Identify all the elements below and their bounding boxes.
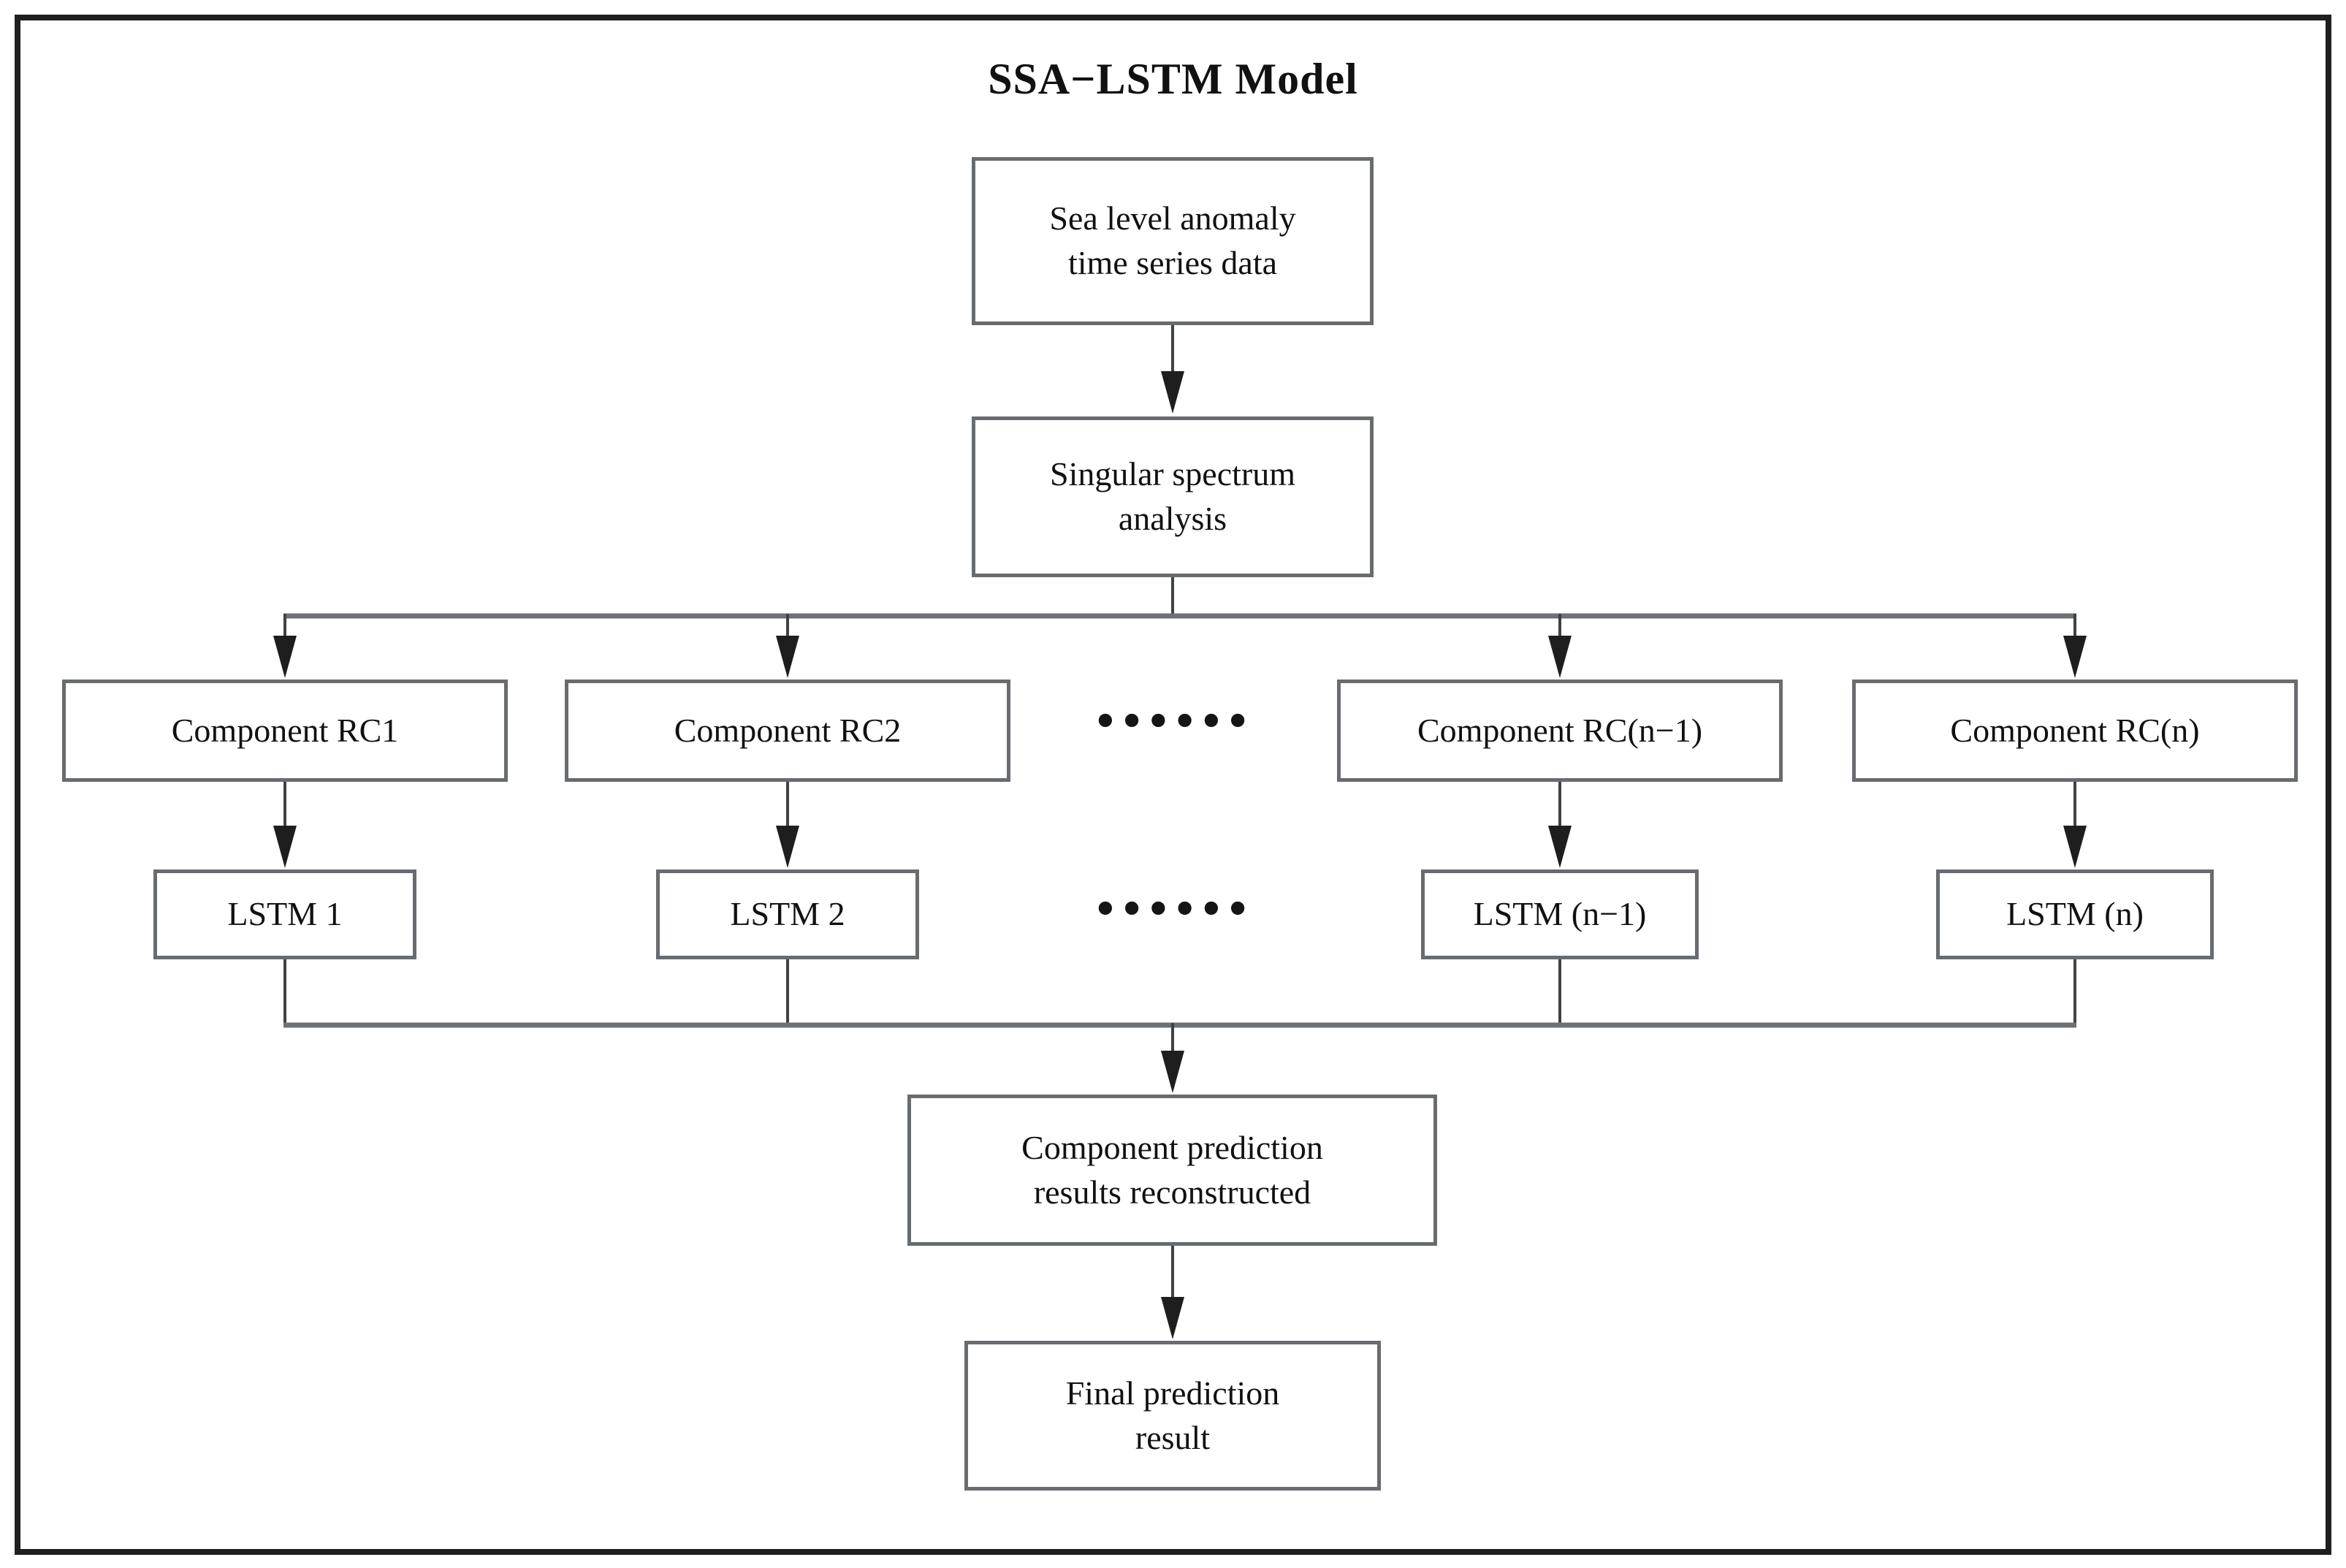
node-lstm-n1: LSTM (n−1) [1421,869,1699,959]
node-input-data: Sea level anomaly time series data [972,157,1374,325]
edge-rc-n-to-lstm-n [2063,782,2087,868]
edge-branch-to-rc-n [2063,614,2087,678]
node-results-reconstructed: Component prediction results reconstruct… [907,1095,1437,1246]
node-lstm-1: LSTM 1 [153,869,416,959]
node-final-result: Final prediction result [964,1341,1381,1491]
edge-branch-to-rc2 [776,614,799,678]
node-lstm-n: LSTM (n) [1936,869,2214,959]
edge-rc-n1-to-lstm-n1 [1548,782,1572,868]
edge-rc1-to-lstm1 [273,782,297,868]
node-component-rc-n1: Component RC(n−1) [1337,680,1783,782]
edge-rc2-to-lstm2 [776,782,799,868]
edge-bus-to-reconstructed [1161,1023,1184,1093]
diagram-outer-frame [15,15,2331,1555]
ellipsis-component-row: •••••• [1093,700,1252,744]
node-component-rc1: Component RC1 [62,680,508,782]
node-component-rc-n: Component RC(n) [1852,680,2298,782]
node-singular-spectrum-analysis: Singular spectrum analysis [972,416,1374,577]
ellipsis-lstm-row: •••••• [1093,888,1252,932]
edge-input-to-ssa [1161,325,1184,414]
diagram-title: SSA−LSTM Model [988,55,1358,103]
node-lstm-2: LSTM 2 [656,869,919,959]
node-component-rc2: Component RC2 [565,680,1010,782]
edge-branch-to-rc-n1 [1548,614,1572,678]
edge-branch-to-rc1 [273,614,297,678]
edge-lstm-outputs-to-bus [283,959,2076,1028]
edge-ssa-to-branch [283,577,2076,619]
edge-reconstructed-to-final [1161,1246,1184,1339]
